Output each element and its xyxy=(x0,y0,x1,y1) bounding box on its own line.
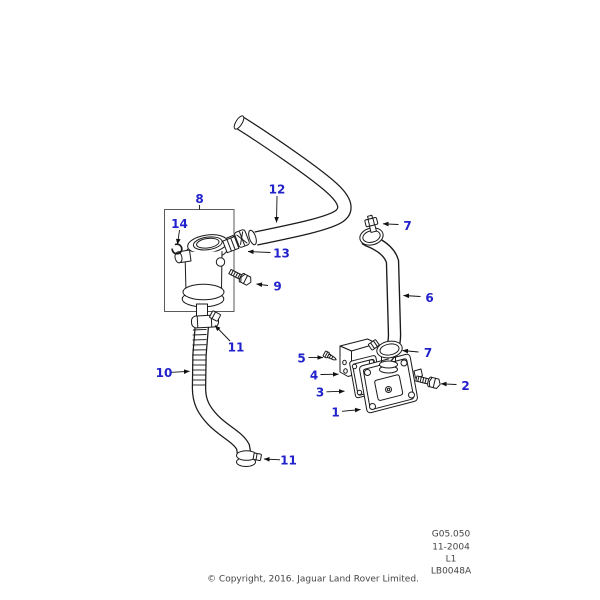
callout-10: 10 xyxy=(156,366,173,380)
clip-14 xyxy=(171,243,183,255)
ref-model: L1 xyxy=(446,555,457,565)
ref-date: 11-2004 xyxy=(432,543,470,553)
callout-6: 6 xyxy=(425,291,433,305)
callout-8: 8 xyxy=(195,192,203,206)
breather-pipe-6 xyxy=(361,231,402,362)
callout-2: 2 xyxy=(461,379,469,393)
hose-clamp-7-upper xyxy=(359,214,384,246)
copyright-notice: © Copyright, 2016. Jaguar Land Rover Lim… xyxy=(207,575,419,585)
callout-3: 3 xyxy=(316,386,324,400)
reference-block: G05.050 11-2004 L1 LB0048A xyxy=(431,530,472,577)
leader-12 xyxy=(274,195,279,223)
ref-image-code: LB0048A xyxy=(431,567,472,577)
callout-7-upper: 7 xyxy=(403,219,411,233)
leader-14 xyxy=(175,229,181,245)
leader-7-upper xyxy=(382,221,399,227)
hose-clamp-11-lower xyxy=(236,450,262,467)
callout-12: 12 xyxy=(269,183,286,197)
hose-ribs xyxy=(192,328,207,386)
leader-11-upper xyxy=(214,325,231,342)
callout-4: 4 xyxy=(310,369,318,383)
screw-5 xyxy=(322,350,337,361)
hose-clamp-7-lower xyxy=(367,339,403,359)
leader-lines xyxy=(171,195,457,462)
drain-hose-10 xyxy=(191,317,252,455)
callout-5: 5 xyxy=(297,352,305,366)
callout-7-lower: 7 xyxy=(424,346,432,360)
leader-13 xyxy=(247,249,271,255)
callout-14: 14 xyxy=(171,217,188,231)
ref-code: G05.050 xyxy=(432,530,471,540)
hose-clamp-11-upper xyxy=(190,310,221,329)
leader-11-lower xyxy=(263,456,281,462)
leader-7-lower xyxy=(402,348,419,354)
housing-1 xyxy=(359,353,423,414)
hose-connector-13 xyxy=(222,229,250,254)
oil-separator-canister xyxy=(174,234,237,319)
callout-11-upper: 11 xyxy=(228,341,245,355)
leader-3 xyxy=(326,389,345,394)
leader-10 xyxy=(171,369,190,374)
leader-6 xyxy=(403,293,421,299)
breather-hose-12 xyxy=(233,115,352,246)
leader-1 xyxy=(341,407,361,413)
callout-labels: 8 14 12 13 9 7 6 7 5 4 3 1 2 10 11 11 xyxy=(156,183,470,468)
bolt-9 xyxy=(228,268,252,286)
callout-13: 13 xyxy=(273,247,290,261)
housing-port xyxy=(379,354,398,374)
leader-9 xyxy=(256,282,269,288)
bolt-2 xyxy=(415,375,441,389)
leader-2 xyxy=(440,381,457,387)
callout-9: 9 xyxy=(273,280,281,294)
callout-11-lower: 11 xyxy=(280,454,297,468)
callout-1: 1 xyxy=(331,406,339,420)
